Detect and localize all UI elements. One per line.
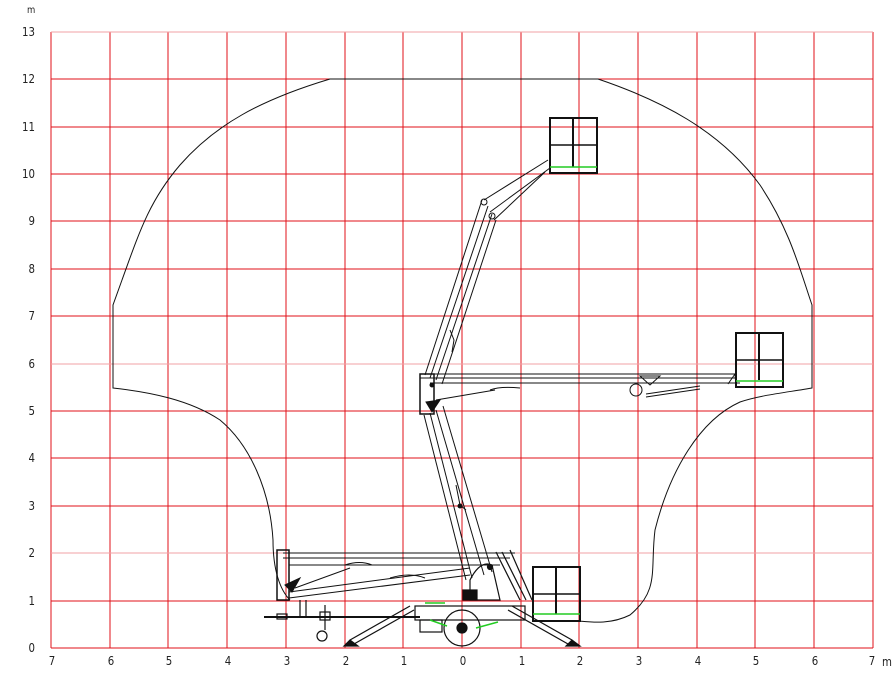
y-tick-label: 9 <box>28 214 35 228</box>
x-tick-label: 6 <box>107 654 115 668</box>
basket-low <box>532 566 581 622</box>
y-tick-label: 6 <box>28 357 35 371</box>
x-tick-label: 0 <box>459 654 467 668</box>
y-tick-label: 4 <box>28 451 35 465</box>
grid <box>50 31 874 649</box>
stowed-boom <box>276 549 515 601</box>
x-tick-label: 5 <box>752 654 760 668</box>
y-tick-label: 0 <box>28 641 35 655</box>
chassis <box>264 600 582 647</box>
working-envelope-curve <box>112 78 813 623</box>
x-tick-label: 4 <box>694 654 702 668</box>
y-tick-label: 3 <box>28 499 35 513</box>
basket-mid <box>735 332 784 388</box>
lower-boom <box>423 405 493 581</box>
x-tick-label: 7 <box>868 654 876 668</box>
turret <box>462 549 533 601</box>
y-tick-label: 12 <box>22 72 35 86</box>
boom-knuckle <box>419 373 442 415</box>
basket-high <box>549 117 598 174</box>
x-tick-label: 3 <box>283 654 291 668</box>
x-tick-label: 4 <box>224 654 232 668</box>
y-tick-label: 13 <box>22 25 35 39</box>
y-axis-unit-label: m <box>27 5 36 16</box>
y-tick-label: 1 <box>28 594 35 608</box>
x-tick-label: 1 <box>400 654 408 668</box>
y-tick-label: 11 <box>22 120 35 134</box>
wheel <box>443 609 481 647</box>
x-tick-label: 2 <box>342 654 350 668</box>
y-tick-label: 5 <box>28 404 35 418</box>
x-tick-label: 1 <box>518 654 526 668</box>
y-tick-label: 10 <box>22 167 35 181</box>
x-axis-unit-label: m <box>882 655 892 669</box>
x-tick-label: 2 <box>576 654 584 668</box>
x-tick-label: 7 <box>48 654 56 668</box>
x-tick-label: 6 <box>811 654 819 668</box>
y-tick-label: 7 <box>28 309 35 323</box>
x-tick-label: 5 <box>165 654 173 668</box>
y-tick-label: 2 <box>28 546 35 560</box>
upper-boom-high <box>424 159 551 385</box>
x-tick-label: 3 <box>635 654 643 668</box>
y-tick-label: 8 <box>28 262 35 276</box>
horizontal-boom <box>420 372 740 401</box>
